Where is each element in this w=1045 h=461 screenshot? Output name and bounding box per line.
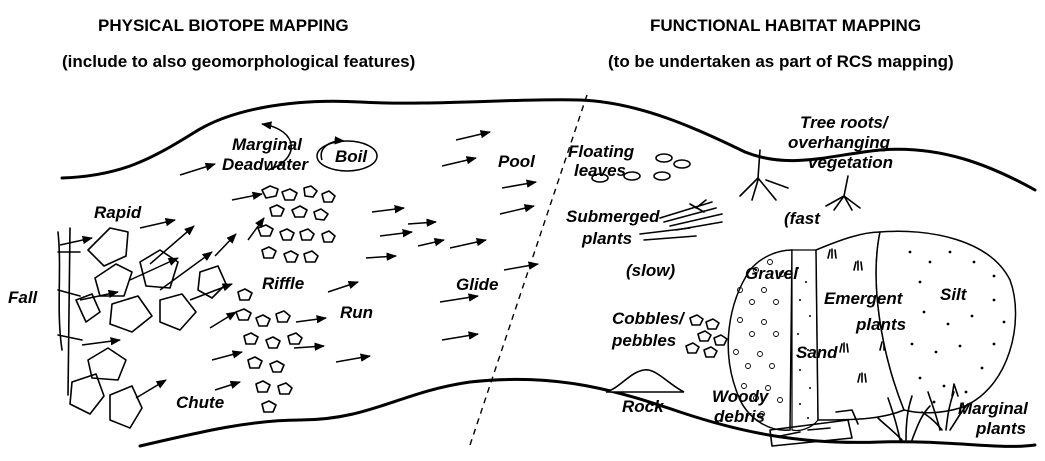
label-slow: (slow)	[626, 261, 675, 280]
label-glide: Glide	[456, 275, 499, 294]
cobble-stones	[686, 315, 727, 357]
label-overhanging: overhanging	[788, 133, 891, 152]
label-emergent: Emergent	[824, 289, 904, 308]
label-deadwater: Deadwater	[222, 155, 309, 174]
label-marginal: Marginal	[232, 135, 303, 154]
label-cobbles: Cobbles/	[612, 309, 686, 328]
label-rapid: Rapid	[94, 203, 142, 222]
label-run: Run	[340, 303, 373, 322]
label-chute: Chute	[176, 393, 224, 412]
label-submerged: Submerged	[566, 207, 660, 226]
fall-lines	[58, 228, 82, 395]
rock-shape	[606, 370, 684, 392]
label-tree-roots: Tree roots/	[800, 113, 890, 132]
label-plants1: plants	[581, 229, 632, 248]
label-pool: Pool	[498, 152, 536, 171]
label-leaves: leaves	[574, 161, 626, 180]
label-gravel: Gravel	[745, 264, 799, 283]
label-silt: Silt	[940, 285, 968, 304]
label-floating: Floating	[568, 142, 635, 161]
riffle-cobbles	[236, 186, 335, 412]
label-riffle: Riffle	[262, 274, 304, 293]
label-vegetation: vegetation	[808, 153, 893, 172]
label-rock: Rock	[622, 397, 665, 416]
label-fall: Fall	[8, 288, 39, 307]
label-boil: Boil	[335, 147, 368, 166]
label-fast: (fast	[784, 209, 821, 228]
label-woody: Woody	[712, 387, 770, 406]
label-pebbles: pebbles	[611, 331, 676, 350]
label-debris: debris	[714, 407, 765, 426]
label-plants2: plants	[855, 315, 906, 334]
label-marginal-2: Marginal	[958, 399, 1029, 418]
label-plants3: plants	[975, 419, 1026, 438]
label-sand: Sand	[796, 343, 838, 362]
